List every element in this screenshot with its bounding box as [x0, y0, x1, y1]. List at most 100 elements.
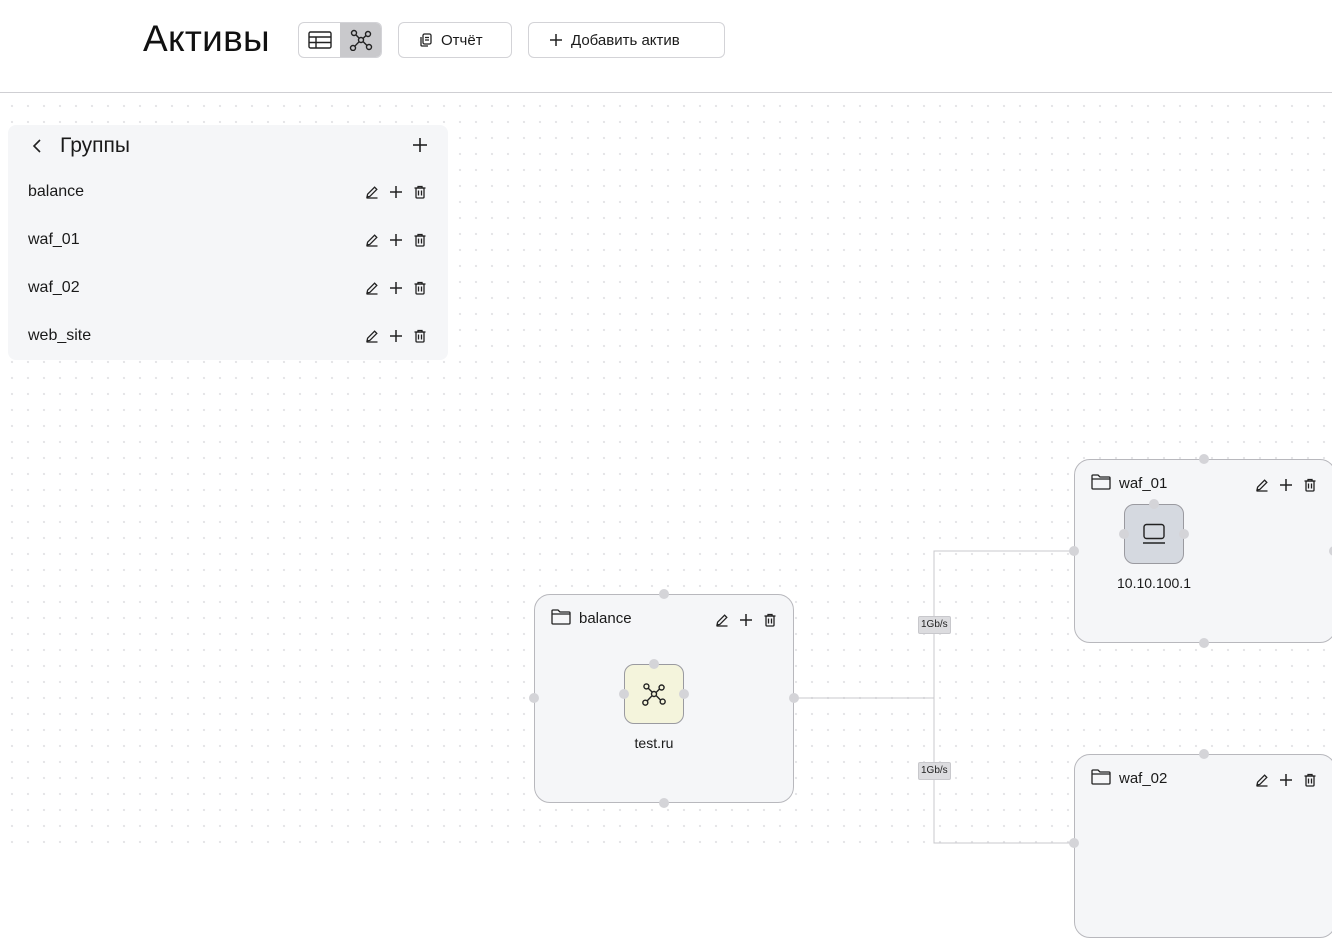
asset-node-test-ru[interactable] — [624, 664, 684, 724]
connection-handle[interactable] — [1179, 529, 1189, 539]
add-to-group-button[interactable] — [738, 612, 754, 628]
edit-group-button[interactable] — [364, 184, 380, 200]
folder-icon — [1091, 474, 1111, 490]
group-node-actions — [1254, 477, 1318, 493]
table-icon — [307, 31, 332, 49]
connection-handle[interactable] — [619, 689, 629, 699]
pencil-icon — [1256, 774, 1268, 787]
edit-group-button[interactable] — [364, 232, 380, 248]
delete-group-button[interactable] — [412, 328, 428, 344]
connection-handle[interactable] — [529, 693, 539, 703]
connection-handle[interactable] — [1149, 499, 1159, 509]
plus-icon — [390, 282, 402, 294]
connection-handle[interactable] — [1199, 638, 1209, 648]
group-node-balance[interactable]: balance test.ru — [534, 594, 794, 803]
group-node-waf-01[interactable]: waf_01 10.10.100.1 — [1074, 459, 1332, 643]
groups-panel: Группы balance waf_01 waf_02 web_site — [8, 125, 448, 360]
add-to-group-button[interactable] — [388, 328, 404, 344]
delete-group-button[interactable] — [762, 612, 778, 628]
connection-handle[interactable] — [659, 798, 669, 808]
add-group-button[interactable] — [412, 137, 428, 153]
delete-group-button[interactable] — [1302, 477, 1318, 493]
connection-handle[interactable] — [1199, 749, 1209, 759]
pencil-icon — [366, 282, 378, 295]
pencil-icon — [716, 614, 728, 627]
connection-handle[interactable] — [1199, 454, 1209, 464]
connection-handle[interactable] — [1119, 529, 1129, 539]
edge-label: 1Gb/s — [918, 762, 951, 780]
laptop-icon — [1142, 523, 1166, 545]
asset-label: 10.10.100.1 — [1117, 575, 1191, 591]
connection-handle[interactable] — [649, 659, 659, 669]
group-node-actions — [1254, 772, 1318, 788]
group-name: waf_01 — [28, 231, 80, 248]
connection-handle[interactable] — [789, 693, 799, 703]
add-asset-button-label: Добавить актив — [571, 31, 680, 49]
asset-label: test.ru — [634, 735, 674, 751]
trash-icon — [414, 233, 426, 247]
group-list-item[interactable]: balance — [8, 169, 448, 217]
trash-icon — [1304, 773, 1316, 787]
table-view-button[interactable] — [299, 23, 340, 57]
group-node-name: waf_02 — [1119, 770, 1168, 787]
group-node-waf-02[interactable]: waf_02 — [1074, 754, 1332, 938]
groups-panel-title: Группы — [60, 134, 130, 157]
connection-handle[interactable] — [1069, 838, 1079, 848]
connection-handle[interactable] — [679, 689, 689, 699]
group-actions — [364, 232, 428, 248]
pencil-icon — [1256, 479, 1268, 492]
edit-group-button[interactable] — [364, 280, 380, 296]
folder-icon — [551, 609, 571, 625]
edit-group-button[interactable] — [714, 612, 730, 628]
edge-label: 1Gb/s — [918, 616, 951, 634]
group-list-item[interactable]: web_site — [8, 313, 448, 361]
group-name: web_site — [28, 327, 92, 344]
trash-icon — [1304, 478, 1316, 492]
trash-icon — [414, 185, 426, 199]
delete-group-button[interactable] — [412, 184, 428, 200]
delete-group-button[interactable] — [1302, 772, 1318, 788]
graph-view-button[interactable] — [340, 23, 381, 57]
pencil-icon — [366, 330, 378, 343]
plus-icon — [390, 186, 402, 198]
plus-icon — [390, 234, 402, 246]
connection-handle[interactable] — [1329, 546, 1332, 556]
edit-group-button[interactable] — [364, 328, 380, 344]
group-list-item[interactable]: waf_01 — [8, 217, 448, 265]
asset-node-10-10-100-1[interactable] — [1124, 504, 1184, 564]
pencil-icon — [366, 234, 378, 247]
group-list-item[interactable]: waf_02 — [8, 265, 448, 313]
report-button[interactable]: Отчёт — [398, 22, 512, 58]
add-to-group-button[interactable] — [1278, 477, 1294, 493]
trash-icon — [414, 281, 426, 295]
add-to-group-button[interactable] — [388, 184, 404, 200]
edit-group-button[interactable] — [1254, 477, 1270, 493]
group-name: balance — [28, 183, 85, 200]
group-actions — [364, 184, 428, 200]
delete-group-button[interactable] — [412, 280, 428, 296]
folder-icon — [1091, 769, 1111, 785]
group-node-name: balance — [579, 610, 632, 627]
group-node-actions — [714, 612, 778, 628]
groups-panel-header: Группы — [8, 125, 448, 169]
plus-icon — [549, 33, 563, 47]
view-toggle — [298, 22, 382, 58]
page-title: Активы — [143, 18, 270, 59]
add-asset-button[interactable]: Добавить актив — [528, 22, 725, 58]
group-node-name: waf_01 — [1119, 475, 1168, 492]
add-to-group-button[interactable] — [388, 232, 404, 248]
group-actions — [364, 328, 428, 344]
chevron-left-icon[interactable] — [32, 138, 42, 154]
add-to-group-button[interactable] — [388, 280, 404, 296]
edit-group-button[interactable] — [1254, 772, 1270, 788]
trash-icon — [414, 329, 426, 343]
document-copy-icon — [419, 33, 433, 47]
plus-icon — [1280, 774, 1292, 786]
connection-handle[interactable] — [659, 589, 669, 599]
plus-icon — [740, 614, 752, 626]
delete-group-button[interactable] — [412, 232, 428, 248]
page-header: Активы — [0, 0, 1332, 93]
network-icon — [641, 682, 667, 706]
add-to-group-button[interactable] — [1278, 772, 1294, 788]
connection-handle[interactable] — [1069, 546, 1079, 556]
